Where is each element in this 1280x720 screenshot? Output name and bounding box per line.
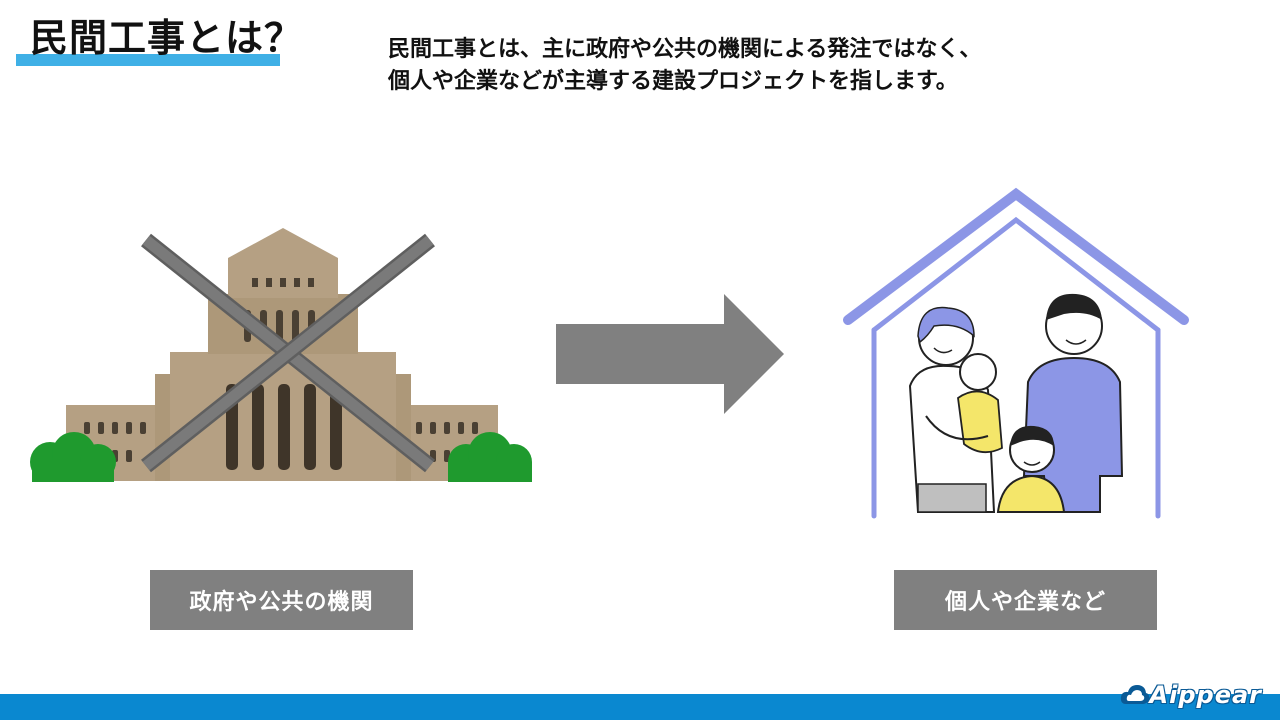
bush-left — [30, 432, 116, 482]
title-underline — [16, 54, 280, 66]
cross-out-icon — [141, 233, 435, 473]
footer-bar — [0, 694, 1280, 720]
description: 民間工事とは、主に政府や公共の機関による発注ではなく、 個人や企業などが主導する… — [388, 34, 981, 98]
cloud-logo-icon — [1120, 685, 1149, 704]
logo-text: Aippear — [1149, 681, 1262, 709]
government-building-illustration — [30, 228, 532, 482]
description-line-1: 民間工事とは、主に政府や公共の機関による発注ではなく、 — [388, 37, 982, 62]
building-columns — [226, 384, 342, 470]
slide-title: 民間工事とは？ — [16, 12, 302, 68]
right-arrow-icon — [556, 294, 784, 414]
child-figure — [996, 425, 1066, 513]
baby-figure — [925, 353, 1003, 454]
government-label: 政府や公共の機関 — [150, 570, 413, 630]
description-line-2: 個人や企業などが主導する建設プロジェクトを指します。 — [388, 69, 958, 94]
father-figure — [1022, 293, 1124, 513]
family-house-illustration — [843, 187, 1189, 519]
house-outline — [843, 187, 1189, 519]
title-text: 民間工事とは？ — [30, 16, 304, 60]
private-label: 個人や企業など — [894, 570, 1157, 630]
bush-right — [448, 432, 532, 482]
brand-logo: Aippear — [1120, 678, 1262, 712]
building-roof — [228, 228, 338, 258]
